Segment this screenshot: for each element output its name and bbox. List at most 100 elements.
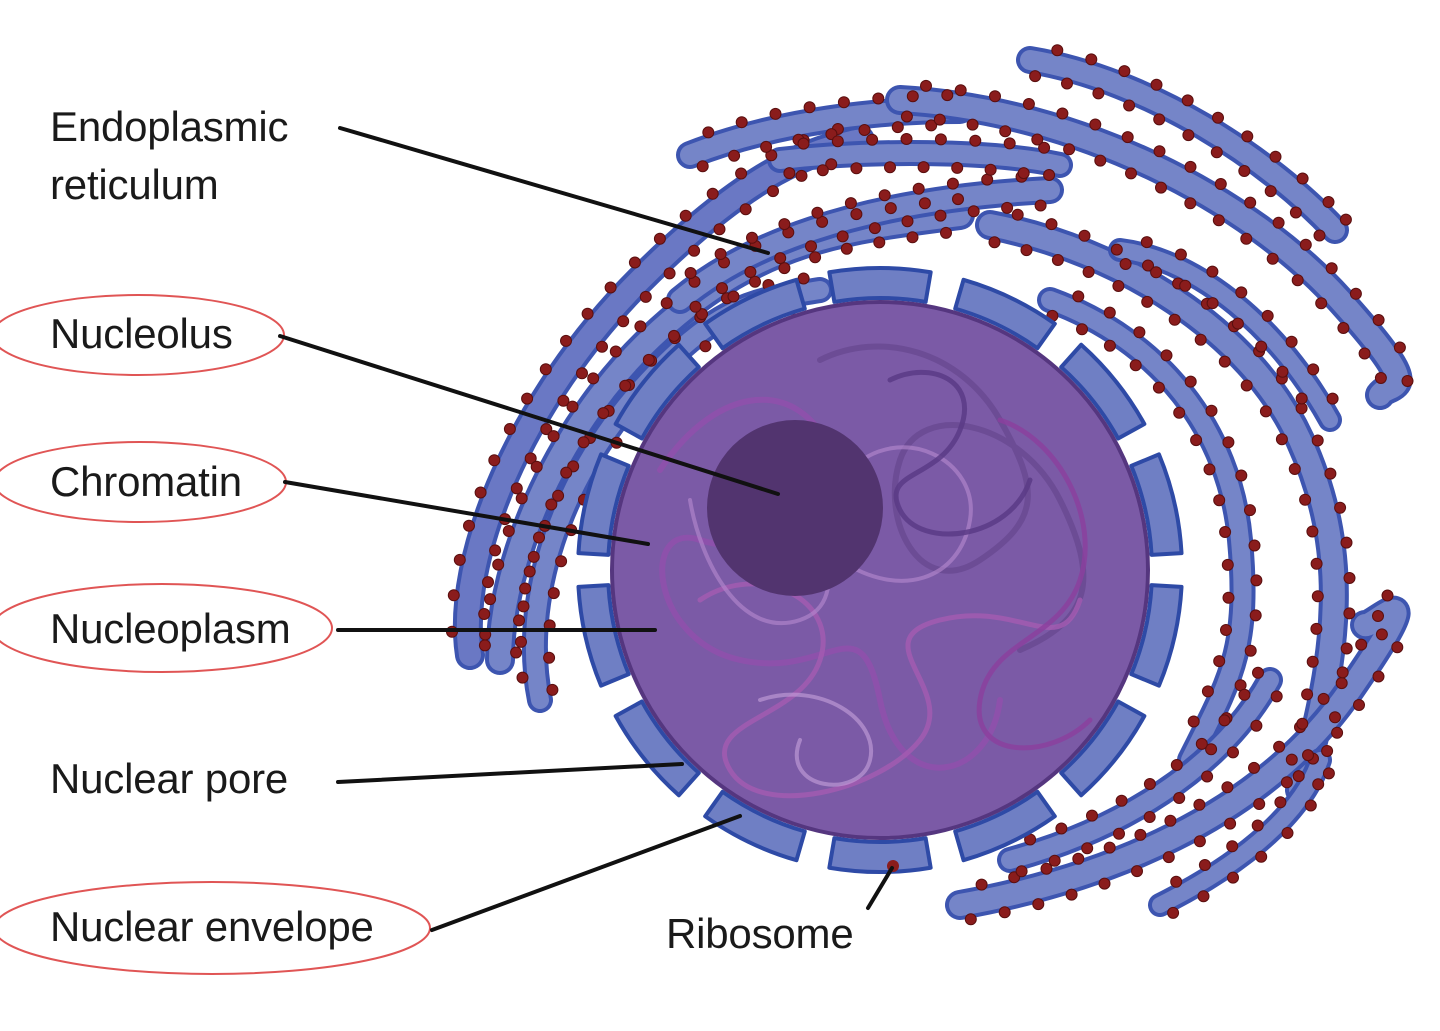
ribosome-dot bbox=[1038, 141, 1051, 154]
ribosome-dot bbox=[1193, 798, 1206, 811]
ribosome-dot bbox=[1210, 146, 1223, 159]
ribosome-dot bbox=[1032, 898, 1045, 911]
ribosome-dot bbox=[1295, 392, 1308, 405]
nuclear-envelope-segment bbox=[613, 342, 701, 441]
ribosome-dot bbox=[510, 646, 523, 659]
nuclear-envelope-segment bbox=[613, 699, 701, 798]
ribosome-dot bbox=[778, 262, 791, 275]
ribosome-dot bbox=[1310, 622, 1323, 635]
highlight-ring-nucleolus bbox=[0, 294, 285, 376]
ribosome-dot bbox=[1221, 781, 1234, 794]
ribosome-dot bbox=[714, 248, 727, 260]
ribosome-dot bbox=[744, 266, 757, 278]
ribosome-dot bbox=[1206, 297, 1219, 310]
ribosome-dot bbox=[1182, 129, 1195, 142]
ribosome-dot bbox=[1336, 666, 1349, 679]
ribosome-dot bbox=[555, 555, 568, 568]
endoplasmic-reticulum bbox=[446, 44, 1414, 926]
label-nucleolus: Nucleolus bbox=[50, 310, 233, 357]
ribosome-dot bbox=[478, 639, 491, 652]
ribosome-dot bbox=[735, 116, 748, 129]
ribosome-dot bbox=[1048, 854, 1061, 867]
ribosome-dot bbox=[795, 169, 808, 182]
ribosome-dot bbox=[836, 230, 849, 243]
ribosome-dot bbox=[872, 92, 885, 105]
ribosome-dot bbox=[596, 340, 608, 353]
ribosome-dot bbox=[1061, 77, 1073, 90]
ribosome-dot bbox=[552, 489, 565, 502]
ribosome-dot bbox=[1322, 196, 1335, 208]
ribosome-dot bbox=[1331, 726, 1344, 739]
ribosome-dot bbox=[489, 544, 502, 557]
ribosome-dot bbox=[831, 135, 844, 148]
ribosome-dot bbox=[797, 137, 810, 150]
ribosome-dot bbox=[547, 430, 560, 443]
ribosome-dot bbox=[663, 267, 676, 280]
ribosome-dot bbox=[749, 275, 761, 288]
ribosome-dot bbox=[1190, 434, 1203, 447]
nuclear-envelope-segment bbox=[1129, 452, 1184, 557]
ribosome-dot bbox=[1391, 641, 1404, 654]
nuclear-envelope bbox=[576, 266, 1184, 874]
ribosome-dot bbox=[866, 133, 879, 146]
ribosome-dot bbox=[1240, 232, 1253, 245]
ribosome-dot bbox=[1155, 181, 1167, 194]
ribosome-dot bbox=[543, 651, 556, 664]
ribosome-dot bbox=[1296, 172, 1309, 185]
ribosome-dot bbox=[1372, 670, 1385, 683]
ribosome-dot bbox=[1065, 888, 1078, 901]
ribosome-dot bbox=[1081, 842, 1094, 855]
ribosome-dot bbox=[805, 240, 817, 253]
leader-nucleolus bbox=[278, 334, 780, 496]
er-sheet-right-5-fill bbox=[1112, 242, 1338, 428]
ribosome-dot bbox=[1221, 558, 1234, 571]
ribosome-dot bbox=[1152, 381, 1165, 394]
ribosome-dot bbox=[684, 267, 697, 279]
ribosome-dot bbox=[1306, 655, 1319, 668]
er-sheet-right-2-fill bbox=[1020, 50, 1345, 240]
ribosome-dot bbox=[918, 197, 931, 210]
ribosome-dot bbox=[597, 407, 610, 420]
ribosome-dot bbox=[547, 587, 560, 600]
ribosome-dot bbox=[1349, 287, 1362, 300]
er-sheet-right-3-fill bbox=[979, 214, 1345, 801]
ribosome-dot bbox=[1133, 326, 1146, 339]
ribosome-dot bbox=[1203, 463, 1216, 476]
ribosome-dot bbox=[1261, 309, 1274, 322]
chromatin-strand-2 bbox=[817, 343, 1087, 653]
ribosome-dot bbox=[850, 162, 863, 175]
ribosome-dot bbox=[1244, 504, 1256, 517]
ribosome-dot bbox=[1266, 252, 1279, 265]
er-sheet-bottom-3-fill bbox=[1152, 752, 1328, 913]
ribosome-dot bbox=[1238, 165, 1251, 177]
ribosome-dot bbox=[873, 236, 886, 249]
nucleoplasm bbox=[610, 300, 1150, 840]
ribosome-dot bbox=[546, 683, 559, 696]
nuclear-envelope-segment bbox=[953, 789, 1057, 863]
er-ribosomes bbox=[446, 44, 1414, 926]
ribosome-dot bbox=[1339, 213, 1352, 226]
ribosome-dot bbox=[1173, 406, 1186, 419]
ribosome-dot bbox=[1291, 274, 1304, 287]
ribosome-dot bbox=[478, 608, 491, 620]
leader-ribosome bbox=[866, 866, 894, 910]
ribosome-dot bbox=[609, 345, 622, 358]
ribosome-dot bbox=[1292, 770, 1305, 783]
ribosome-dot bbox=[1160, 349, 1173, 362]
ribosome-dot bbox=[1224, 817, 1237, 830]
ribosome-dot bbox=[660, 297, 673, 310]
ribosome-dot bbox=[1337, 322, 1350, 334]
ribosome-dot bbox=[1150, 78, 1163, 91]
ribosome-dot bbox=[1340, 642, 1353, 655]
ribosome-dot bbox=[783, 167, 796, 180]
ribosome-dot bbox=[803, 101, 816, 114]
ribosome-dot bbox=[1280, 776, 1293, 789]
ribosome-dot bbox=[1213, 655, 1226, 668]
ribosome-dot bbox=[577, 436, 590, 449]
ribosome-dot bbox=[1072, 852, 1085, 865]
ribosome-dot bbox=[920, 79, 932, 92]
ribosome-dot bbox=[1252, 666, 1264, 679]
ribosome-dot bbox=[1022, 98, 1035, 110]
ribosome-dot bbox=[1029, 70, 1042, 83]
